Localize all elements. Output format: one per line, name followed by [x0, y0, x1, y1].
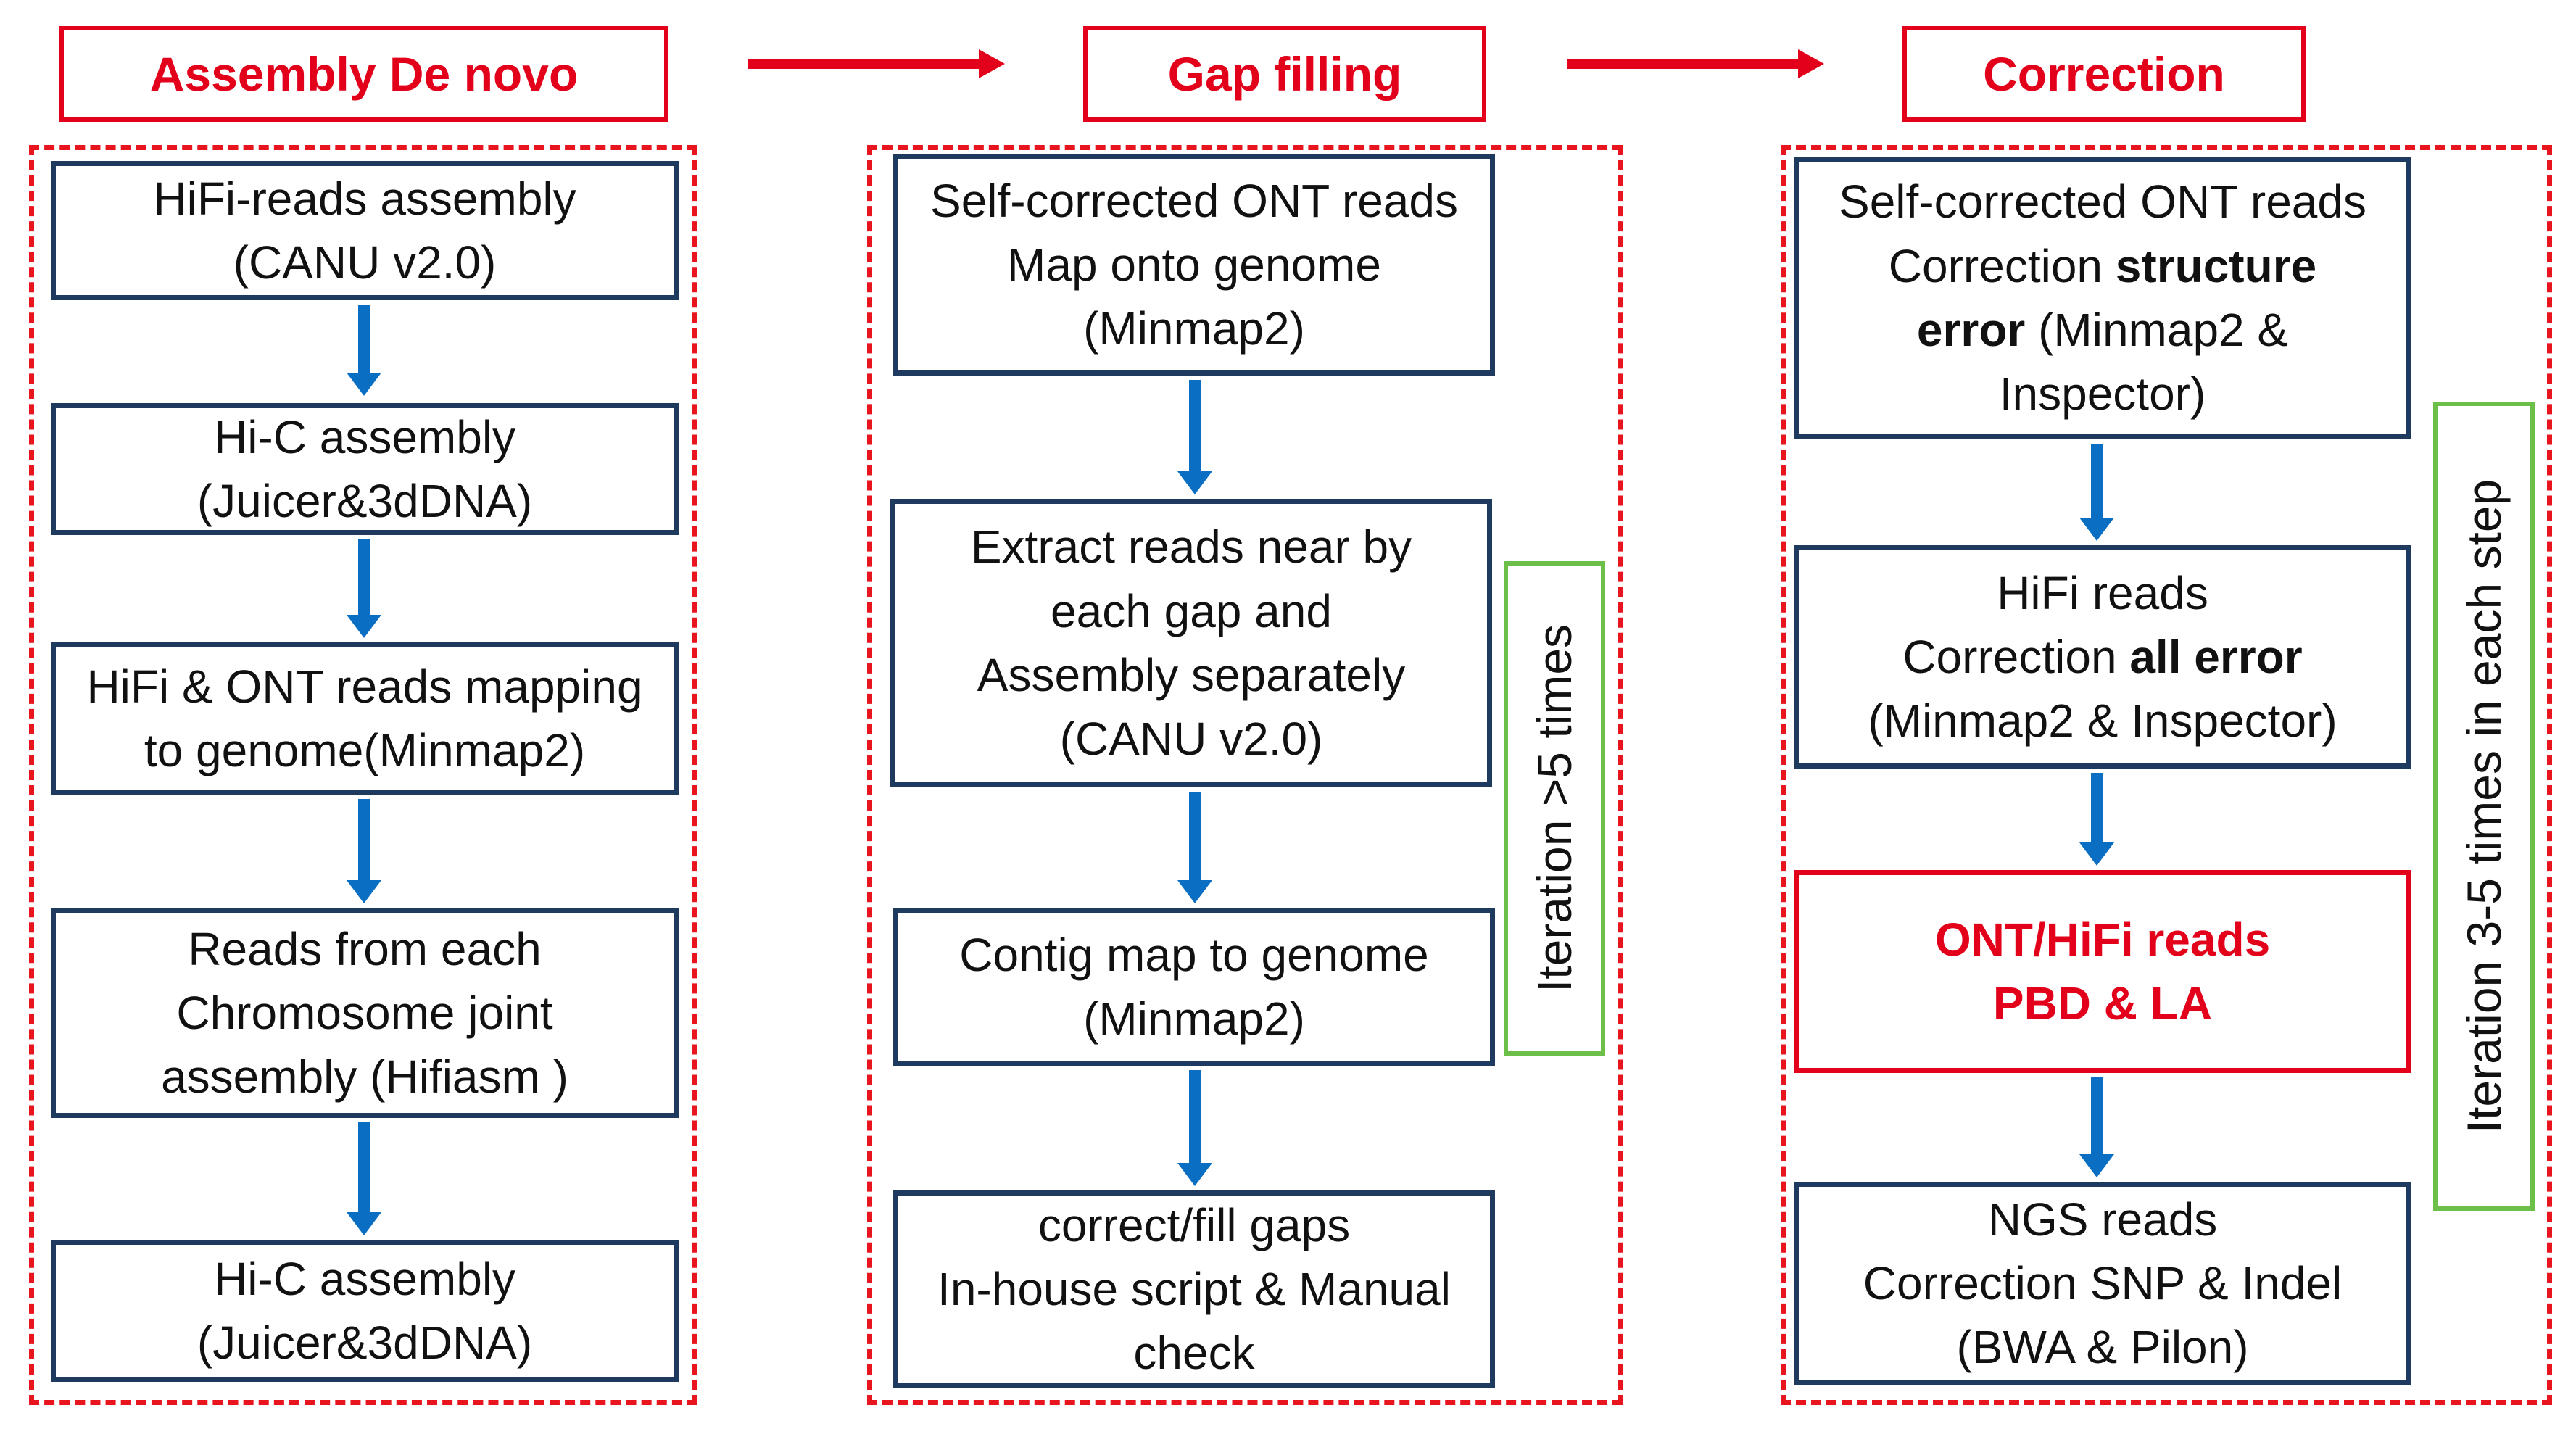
down-arrow-icon — [2079, 773, 2114, 866]
header-assembly-de-novo: Assembly De novo — [59, 26, 668, 122]
assembly-group-frame — [29, 145, 697, 1405]
step-text-line: (Juicer&3dDNA) — [196, 1317, 533, 1369]
down-arrow-icon — [2079, 444, 2114, 541]
step-text-line: Correction structure — [1888, 239, 2317, 292]
step-box: Hi-C assembly (Juicer&3dDNA) — [51, 1240, 679, 1382]
step-text-line: (Minmap2 & Inspector) — [1868, 695, 2337, 747]
step-text-line: PBD & LA — [1992, 977, 2213, 1030]
iteration-gap-label: Iteration >5 times — [1504, 561, 1605, 1056]
step-text-line: Contig map to genome — [959, 928, 1429, 981]
down-arrow-icon — [347, 799, 381, 903]
step-box: Hi-C assembly (Juicer&3dDNA) — [51, 403, 679, 535]
step-text: HiFi & ONT reads mapping to genome(Minmap… — [86, 655, 642, 783]
step-text: Hi-C assembly (Juicer&3dDNA) — [197, 1247, 532, 1375]
step-text-line: Chromosome joint — [176, 986, 553, 1039]
down-arrow-icon — [347, 1122, 381, 1235]
down-arrow-icon — [1177, 1070, 1212, 1186]
step-text-line: Reads from each — [188, 922, 542, 975]
header-gap-filling: Gap filling — [1083, 26, 1486, 122]
gap-filling-group-frame — [867, 145, 1623, 1405]
step-text-line: HiFi reads — [1997, 566, 2208, 619]
step-text-line: to genome(Minmap2) — [144, 724, 586, 776]
step-box: HiFi-reads assembly (CANU v2.0) — [51, 161, 679, 300]
step-text-line: Self-corrected ONT reads — [930, 174, 1458, 227]
down-arrow-icon — [1177, 792, 1212, 903]
step-text-line: (BWA & Pilon) — [1956, 1321, 2249, 1374]
step-text-line: Correction SNP & Indel — [1863, 1256, 2343, 1309]
step-text-line: (CANU v2.0) — [233, 236, 497, 289]
step-text-line: error (Minmap2 & — [1916, 304, 2289, 356]
step-text-line: (Minmap2) — [1083, 302, 1305, 355]
step-text-line: ONT/HiFi reads — [1934, 913, 2271, 966]
step-text-line: In-house script & Manual — [937, 1262, 1451, 1315]
down-arrow-icon — [2079, 1077, 2114, 1177]
step-text-line: Self-corrected ONT reads — [1839, 175, 2366, 228]
step-text: Hi-C assembly (Juicer&3dDNA) — [197, 405, 532, 534]
down-arrow-icon — [1177, 380, 1212, 494]
step-text-line: assembly (Hifiasm ) — [161, 1051, 568, 1103]
step-text-line: Correction all error — [1902, 630, 2303, 683]
step-text-line: (Minmap2) — [1083, 993, 1305, 1045]
header-correction: Correction — [1902, 26, 2306, 122]
flow-arrow-right-icon — [748, 49, 1005, 78]
step-text-line: HiFi-reads assembly — [153, 172, 576, 225]
step-text-line: Assembly separately — [977, 649, 1406, 701]
step-text-line: (CANU v2.0) — [1059, 713, 1323, 766]
step-text-line: check — [1133, 1327, 1255, 1380]
step-box: Contig map to genome (Minmap2) — [893, 908, 1495, 1066]
down-arrow-icon — [347, 305, 381, 396]
step-text-line: NGS reads — [1987, 1193, 2218, 1246]
step-text: Contig map to genome (Minmap2) — [959, 923, 1429, 1051]
step-text-line: Hi-C assembly — [213, 1252, 516, 1305]
step-text-line: (Juicer&3dDNA) — [196, 475, 533, 527]
step-text-line: Map onto genome — [1007, 238, 1381, 291]
correction-group-frame — [1781, 145, 2552, 1405]
flow-arrow-right-icon — [1567, 49, 1824, 78]
iteration-correction-label: Iteration 3-5 times in each step — [2433, 402, 2535, 1211]
step-text-line: Extract reads near by — [970, 521, 1412, 573]
step-text-line: each gap and — [1051, 584, 1332, 637]
step-text-line: HiFi & ONT reads mapping — [86, 660, 643, 713]
step-text-line: correct/fill gaps — [1038, 1198, 1351, 1251]
step-box: HiFi & ONT reads mapping to genome(Minmap… — [51, 642, 679, 795]
step-text-line: Inspector) — [1999, 368, 2206, 421]
step-text: HiFi-reads assembly (CANU v2.0) — [153, 167, 576, 295]
step-text-line: Hi-C assembly — [213, 410, 516, 463]
down-arrow-icon — [347, 539, 381, 638]
